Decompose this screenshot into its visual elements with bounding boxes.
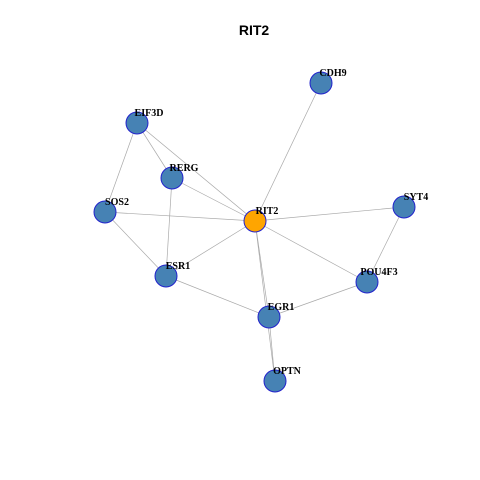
node-sos2[interactable] xyxy=(93,200,117,224)
edge-layer xyxy=(104,82,405,382)
edge-rit2-esr1 xyxy=(165,220,256,277)
edge-sos2-esr1 xyxy=(104,211,167,277)
node-eif3d[interactable] xyxy=(125,111,149,135)
node-label-rit2: RIT2 xyxy=(256,206,279,217)
edge-esr1-egr1 xyxy=(165,275,270,318)
node-label-sos2: SOS2 xyxy=(105,197,129,208)
edge-rit2-cdh9 xyxy=(254,82,322,222)
node-syt4[interactable] xyxy=(392,195,416,219)
node-rerg[interactable] xyxy=(160,166,184,190)
edge-rit2-rerg xyxy=(171,177,256,222)
node-label-egr1: EGR1 xyxy=(268,302,295,313)
node-label-esr1: ESR1 xyxy=(166,261,190,272)
edge-egr1-pou4f3 xyxy=(268,281,368,318)
node-rit2[interactable] xyxy=(243,209,267,233)
node-label-cdh9: CDH9 xyxy=(319,68,346,79)
edge-eif3d-sos2 xyxy=(104,122,138,213)
edge-rit2-optn xyxy=(254,220,276,382)
node-esr1[interactable] xyxy=(154,264,178,288)
node-layer xyxy=(93,71,416,393)
node-label-pou4f3: POU4F3 xyxy=(360,267,397,278)
node-label-syt4: SYT4 xyxy=(404,192,428,203)
edge-rit2-eif3d xyxy=(136,122,256,222)
node-label-eif3d: EIF3D xyxy=(135,108,164,119)
node-label-optn: OPTN xyxy=(273,366,302,377)
graph-title: RIT2 xyxy=(239,22,270,38)
node-label-rerg: RERG xyxy=(170,163,199,174)
node-cdh9[interactable] xyxy=(309,71,333,95)
edge-pou4f3-syt4 xyxy=(366,206,405,283)
node-pou4f3[interactable] xyxy=(355,270,379,294)
edge-rit2-syt4 xyxy=(254,206,405,222)
edge-rit2-pou4f3 xyxy=(254,220,368,283)
node-egr1[interactable] xyxy=(257,305,281,329)
edge-rerg-esr1 xyxy=(165,177,173,277)
node-optn[interactable] xyxy=(263,369,287,393)
edge-rit2-sos2 xyxy=(104,211,256,222)
